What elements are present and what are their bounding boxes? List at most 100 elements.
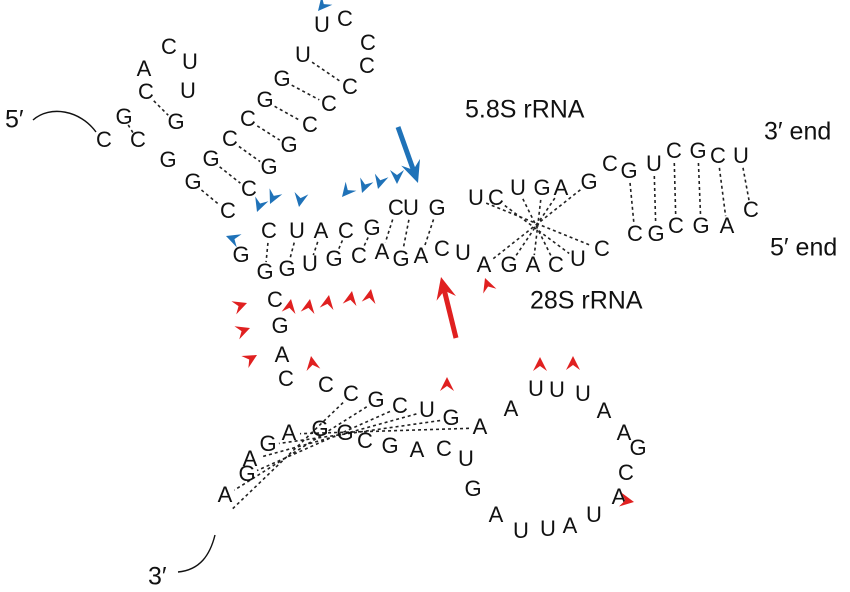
arrowhead-marker-icon: [483, 278, 497, 294]
nucleotide: C: [338, 218, 354, 243]
nucleotide: A: [243, 446, 258, 471]
base-pair-bond: [311, 61, 342, 83]
base-pair-bond: [653, 175, 657, 225]
cleavage-arrow-icon: [395, 126, 421, 183]
nucleotide: G: [259, 431, 276, 456]
base-pair-bond: [485, 202, 593, 247]
base-pair-bond: [274, 105, 301, 122]
three-prime-tail: [177, 534, 216, 573]
arrowhead-marker-icon: [342, 181, 357, 197]
arrowhead-marker-icon: [255, 196, 269, 212]
arrowhead-marker-icon: [390, 170, 404, 184]
nucleotide: C: [548, 252, 564, 277]
nucleotide: A: [720, 213, 735, 238]
arrowhead-marker-icon: [342, 291, 357, 307]
nucleotide: C: [337, 6, 353, 31]
nucleotide: G: [692, 213, 709, 238]
arrowhead-marker-icon: [360, 177, 374, 193]
nucleotide: C: [161, 34, 177, 59]
nucleotide: A: [218, 482, 233, 507]
arrowhead-marker-icon: [241, 355, 257, 369]
nucleotide: C: [436, 436, 452, 461]
base-pair-bond: [233, 406, 368, 491]
base-pair-bond: [219, 166, 241, 184]
base-pair-bond: [312, 241, 319, 256]
label-5-prime: 5′: [5, 106, 24, 134]
nucleotide: C: [343, 381, 359, 406]
nucleotide: G: [381, 433, 398, 458]
arrowhead-marker-icon: [618, 492, 634, 507]
arrowhead-marker-icon: [374, 173, 389, 189]
base-pair-bond: [291, 84, 320, 101]
nucleotide: C: [130, 127, 146, 152]
base-pair-bond: [384, 219, 394, 243]
base-pair-bond: [492, 189, 581, 260]
base-pair-bond: [200, 189, 221, 206]
nucleotide: C: [222, 126, 238, 151]
nucleotide: C: [220, 198, 236, 223]
nucleotide: G: [500, 252, 517, 277]
arrowhead-marker-icon: [440, 377, 454, 391]
base-pair-bond: [256, 125, 281, 141]
nucleotide: U: [180, 78, 196, 103]
nucleotide: U: [403, 195, 419, 220]
nucleotide: U: [540, 516, 556, 541]
nucleotide: G: [256, 259, 273, 284]
nucleotide: C: [261, 218, 277, 243]
nucleotide: G: [280, 132, 297, 157]
label-28s-rrna: 28S rRNA: [530, 287, 643, 315]
nucleotide: C: [594, 236, 610, 261]
nucleotide: G: [278, 256, 295, 281]
nucleotide: G: [159, 147, 176, 172]
nucleotide: C: [392, 393, 408, 418]
label-3-prime: 3′: [148, 563, 167, 591]
nucleotide: U: [455, 240, 471, 265]
nucleotide: G: [325, 246, 342, 271]
base-pair-bond: [153, 100, 169, 116]
base-pair-bond: [362, 237, 369, 249]
nucleotide: G: [392, 246, 409, 271]
nucleotide: C: [602, 151, 618, 176]
base-pair-bond: [238, 145, 261, 163]
base-pair-bond: [299, 427, 470, 435]
base-pair-bond: [256, 410, 391, 472]
nucleotide: A: [526, 252, 541, 277]
nucleotide: U: [549, 377, 565, 402]
arrowhead-marker-icon: [226, 234, 242, 248]
nucleotide: U: [570, 246, 586, 271]
arrowhead-marker-icon: [234, 326, 250, 340]
nucleotide: U: [528, 376, 544, 401]
nucleotide: C: [434, 236, 450, 261]
nucleotide: G: [689, 138, 706, 163]
arrowhead-marker-icon: [318, 0, 333, 11]
base-pair-bond: [402, 219, 410, 250]
nucleotide: U: [510, 175, 526, 200]
nucleotide: U: [314, 12, 330, 37]
base-pair-bond: [522, 198, 552, 257]
nucleotide: U: [733, 143, 749, 168]
cleavage-arrow-icon: [436, 277, 459, 339]
nucleotide: G: [115, 104, 132, 129]
base-pair-bonds: [127, 61, 750, 511]
nucleotide: C: [351, 243, 367, 268]
nucleotide: G: [367, 387, 384, 412]
nucleotide: C: [240, 106, 256, 131]
nucleotide: A: [554, 175, 569, 200]
nucleotide: C: [267, 287, 283, 312]
nucleotide: G: [167, 109, 184, 134]
nucleotide: G: [271, 313, 288, 338]
base-pair-bond: [697, 162, 702, 217]
label-5-prime-end: 5′ end: [770, 234, 837, 262]
label-5.8s-rrna: 5.8S rRNA: [465, 96, 585, 124]
nucleotide: C: [668, 213, 684, 238]
nucleotide: C: [278, 366, 294, 391]
base-pair-bond: [336, 240, 344, 252]
base-pair-bond: [127, 124, 135, 135]
nucleotide: C: [241, 176, 257, 201]
nucleotide: G: [629, 435, 646, 460]
base-pair-bond: [718, 167, 727, 217]
backbone-strands: [32, 110, 216, 573]
nucleotide: G: [184, 169, 201, 194]
nucleotide: A: [617, 420, 632, 445]
